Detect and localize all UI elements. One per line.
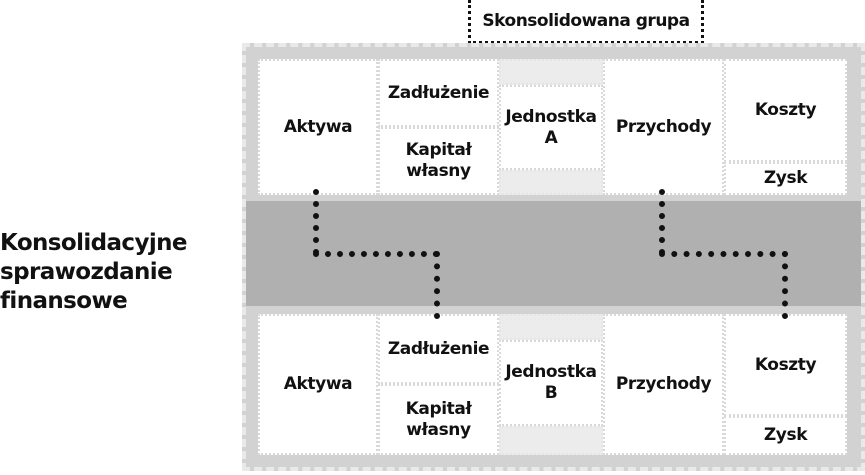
- entity-a-liabilities-box: Zadłużenie: [378, 59, 499, 127]
- entity-b-bottom-spacer: [499, 426, 603, 455]
- entity-a-revenue-box: Przychody: [603, 59, 724, 195]
- connector-right-vertical-top: [659, 189, 665, 255]
- entity-b-liabilities-label: Zadłużenie: [387, 338, 490, 359]
- entity-a-equity-line-2: własny: [406, 161, 471, 181]
- entity-b-costs-box: Koszty: [724, 314, 847, 416]
- consolidated-statement-label: Konsolidacyjne sprawozdanie finansowe: [0, 229, 225, 316]
- entity-a-top-spacer: [499, 59, 603, 85]
- entity-b-costs-label: Koszty: [754, 354, 817, 375]
- entity-b-equity-line-2: własny: [406, 419, 471, 440]
- entity-b-revenue-box: Przychody: [603, 314, 724, 455]
- consolidated-group-text: Skonsolidowana grupa: [482, 10, 690, 31]
- connector-left-horizontal: [313, 251, 439, 257]
- entity-a-profit-box: Zysk: [724, 162, 847, 195]
- consolidated-group-label: Skonsolidowana grupa: [468, 0, 704, 44]
- entity-a-name-box: Jednostka A: [499, 85, 603, 170]
- entity-a-name-line-1: Jednostka: [505, 106, 597, 127]
- side-label-line-2: sprawozdanie: [0, 259, 173, 285]
- entity-a-liabilities-label: Zadłużenie: [387, 82, 490, 103]
- entity-b-equity-box: Kapitał własny: [378, 384, 499, 455]
- connector-right-horizontal: [659, 251, 788, 257]
- entity-b-top-spacer: [499, 314, 603, 340]
- entity-b-revenue-label: Przychody: [615, 374, 712, 394]
- connector-left-vertical-bottom: [434, 251, 440, 319]
- entity-a-bottom-spacer: [499, 170, 603, 195]
- entity-a-profit-label: Zysk: [763, 168, 808, 188]
- entity-a-assets-label: Aktywa: [283, 116, 353, 137]
- entity-a-assets-box: Aktywa: [258, 59, 378, 195]
- entity-b-liabilities-box: Zadłużenie: [378, 314, 499, 384]
- entity-b-equity-line-1: Kapitał: [405, 398, 472, 419]
- entity-a-costs-label: Koszty: [754, 100, 817, 120]
- side-label-line-1: Konsolidacyjne: [0, 230, 188, 256]
- entity-b-assets-label: Aktywa: [283, 374, 353, 394]
- connector-right-vertical-bottom: [782, 251, 788, 319]
- connector-left-vertical-top: [313, 189, 319, 255]
- side-label-line-3: finansowe: [0, 288, 128, 314]
- entity-a-equity-box: Kapitał własny: [378, 127, 499, 195]
- entity-b-name-line-1: Jednostka: [505, 362, 597, 382]
- entity-b-assets-box: Aktywa: [258, 314, 378, 455]
- entity-b-profit-box: Zysk: [724, 416, 847, 455]
- entity-a-revenue-label: Przychody: [615, 116, 712, 137]
- entity-a-costs-box: Koszty: [724, 59, 847, 162]
- entity-b-name-box: Jednostka B: [499, 340, 603, 426]
- entity-a-equity-line-1: Kapitał: [405, 140, 472, 160]
- entity-a-name-line-2: A: [544, 127, 558, 148]
- entity-b-name-line-2: B: [544, 383, 558, 403]
- entity-b-profit-label: Zysk: [763, 425, 808, 445]
